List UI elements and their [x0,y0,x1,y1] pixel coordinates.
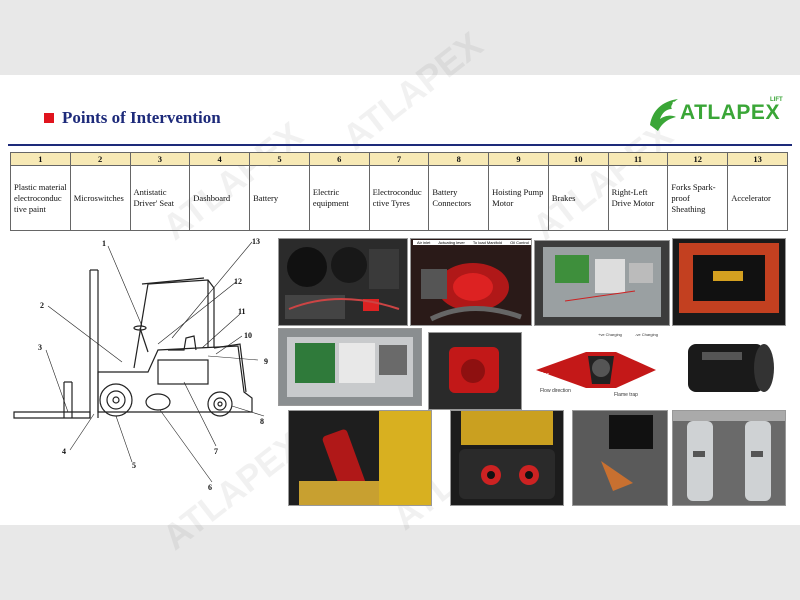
point-number-cell: 1 [10,152,71,166]
point-number-cell: 6 [308,152,370,166]
point-label-cell: Dashboard [189,165,251,231]
forklift-diagram: 1 2 3 4 5 6 7 8 9 10 11 12 13 [8,232,278,502]
photo-forks [672,410,786,506]
point-label-cell: Hoisting Pump Motor [488,165,549,231]
point-label-cell: Plastic material electroconduc tive pain… [10,165,71,231]
point-number-cell: 5 [249,152,310,166]
point-number-cell: 10 [547,152,609,166]
flame-label: Flame trap [614,392,638,398]
diagram-callout: 5 [132,461,136,470]
connector-label: +ve Charging [598,332,622,337]
diagram-callout: 8 [260,417,264,426]
point-number-cell: 8 [428,152,490,166]
point-number-cell: 2 [69,152,131,166]
point-number-cell: 3 [129,152,191,166]
photo-dashboard [450,410,564,506]
photo-electric-equipment [278,238,408,326]
diagram-callout: 1 [102,239,106,248]
connector-label: -ve Charging [635,332,658,337]
flame-label: Gas [540,372,550,378]
photo-brakes [428,332,522,410]
diagram-callout: 11 [238,307,246,316]
photo-electronic-board [278,328,422,406]
point-label-cell: Accelerator [727,165,788,231]
point-label-cell: Antistatic Driver' Seat [129,165,191,231]
page-title: Points of Intervention [62,108,221,127]
diagram-callout: 6 [208,483,212,492]
diagram-callout: 10 [244,331,252,340]
photo-tyre [572,410,668,506]
table-label-row: Plastic material electroconduc tive pain… [10,165,788,231]
point-label-cell: Battery [249,165,310,231]
diagram-callout: 7 [214,447,218,456]
point-label-cell: Right-Left Drive Motor [607,165,669,231]
photo-drive-motor [672,332,782,404]
atlapex-logo: ATLAPEX LIFT [648,93,788,135]
title-rule [8,144,792,146]
point-number-cell: 9 [488,152,549,166]
eagle-icon [650,99,678,131]
photo-pump-motor: Air inlet Actuating lever To load Manifo… [410,238,532,326]
diagram-callout: 4 [62,447,66,456]
point-number-cell: 13 [727,152,788,166]
diagram-callout: 3 [38,343,42,352]
photo-accelerator-pump [288,410,432,506]
flame-label: Flow direction [540,388,571,394]
point-number-cell: 11 [607,152,669,166]
pump-label: Actuating lever [438,240,465,245]
point-label-cell: Forks Spark-proof Sheathing [667,165,729,231]
pump-label-strip: Air inlet Actuating lever To load Manifo… [413,240,531,245]
connector-labels: +ve Charging -ve Charging [598,332,658,337]
photo-control-box [534,240,670,326]
point-number-cell: 7 [368,152,430,166]
diagram-callout: 9 [264,357,268,366]
point-label-cell: Brakes [547,165,609,231]
bullet-square-icon [44,113,54,123]
point-number-cell: 12 [667,152,729,166]
photo-flame-trap: +ve Charging -ve Charging Flow direction… [526,332,666,408]
pump-label: To load Manifold [472,240,503,245]
point-label-cell: Microswitches [69,165,131,231]
logo-lift-text: LIFT [770,97,783,103]
logo-text: ATLAPEX [680,101,780,124]
pump-label: Air inlet [417,240,431,245]
diagram-callout: 2 [40,301,44,310]
diagram-callout: 13 [252,237,260,246]
title-block: Points of Intervention [44,108,221,128]
point-number-cell: 4 [189,152,251,166]
diagram-callout: 12 [234,277,242,286]
point-label-cell: Electric equipment [308,165,370,231]
point-label-cell: Battery Connectors [428,165,490,231]
photo-battery-unit [672,238,786,326]
point-label-cell: Electroconduc ctive Tyres [368,165,430,231]
pump-label: Oil Control [510,240,529,245]
